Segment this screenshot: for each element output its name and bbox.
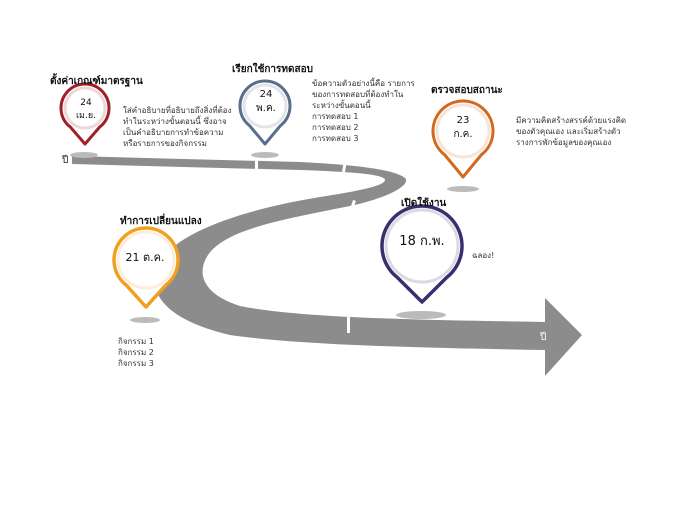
pin-shadow [130,317,160,323]
milestone-title: ตั้งค่าเกณฑ์มาตรฐาน [50,76,143,87]
milestone-pin-inner-shade [435,103,491,159]
milestone-date: 23 ก.ค. [453,115,473,140]
description-line: การทดสอบ 1 [312,112,359,121]
description-line: ของการทดสอบที่ต้องทำใน [312,90,404,99]
description-line: การทดสอบ 2 [312,123,359,132]
milestone-pin-inner-shade [384,208,460,284]
description-line: มีความคิดสร้างสรรค์ด้วยแรงคิด [516,116,627,125]
description-line: เป็นคำอธิบายการทำข้อความ [123,128,224,137]
year-label-mid: ปี [367,202,373,211]
year-label-end: ปี [540,332,547,343]
milestone-pin [380,204,464,304]
description-line: ระหว่างขั้นตอนนี้ [312,101,371,110]
description-line: ใส่คำอธิบายที่อธิบายถึงสิ่งที่ต้อง [123,106,232,115]
description-line: ข้อความตัวอย่างนี้คือ รายการ [312,79,415,88]
milestone-pin [431,99,495,179]
pin-shadow [70,152,98,158]
pin-shadow [447,186,479,192]
description-line: รางการพักข้อมูลของคุณเอง [516,138,612,147]
description-line: กิจกรรม 1 [118,337,154,346]
milestone-date: 24 พ.ค. [256,89,276,114]
description-line: ฉลอง! [472,251,495,260]
road-gap [347,317,350,333]
pin-shadow [396,311,446,319]
description-line: กิจกรรม 2 [118,348,154,357]
pin-shadow [251,152,279,158]
road-path [72,156,582,376]
road-gap [349,200,356,213]
milestone-description: กิจกรรม 1 กิจกรรม 2 กิจกรรม 3 [118,336,154,369]
description-line: กิจกรรม 3 [118,359,154,368]
description-line: การทดสอบ 3 [312,134,359,143]
milestone-description: ฉลอง! [472,250,494,261]
description-line: ของตัวคุณเอง และเริ่มสร้างตัว [516,127,621,136]
milestone-date: 21 ต.ค. [125,251,165,264]
milestone-title: ทำการเปลี่ยนแปลง [120,216,202,227]
description-line: ทำในระหว่างขั้นตอนนี้ ซึ่งอาจ [123,117,227,126]
year-label-start: ปี [62,155,69,166]
milestone-description: ข้อความตัวอย่างนี้คือ รายการของการทดสอบท… [312,78,415,144]
milestone-pin [59,82,111,146]
road-gap [341,159,348,173]
milestone-title: เรียกใช้การทดสอบ [232,64,313,75]
milestone-description: มีความคิดสร้างสรรค์ด้วยแรงคิดของตัวคุณเอ… [516,115,626,148]
milestone-description: ใส่คำอธิบายที่อธิบายถึงสิ่งที่ต้องทำในระ… [123,105,232,149]
milestone-date: 18 ก.พ. [399,234,445,249]
milestone-title: เปิดใช้งาน [401,198,447,209]
milestone-title: ตรวจสอบสถานะ [431,85,503,96]
milestone-pin-inner-shade [116,230,176,290]
milestone-date: 24 เม.ย. [75,98,96,121]
milestone-pin-inner-shade [63,86,107,130]
milestone-pin [112,226,180,309]
road-gap [255,157,258,169]
description-line: หรือรายการของกิจกรรม [123,139,207,148]
milestone-pin-inner-shade [242,83,288,129]
milestone-pin [238,79,292,146]
